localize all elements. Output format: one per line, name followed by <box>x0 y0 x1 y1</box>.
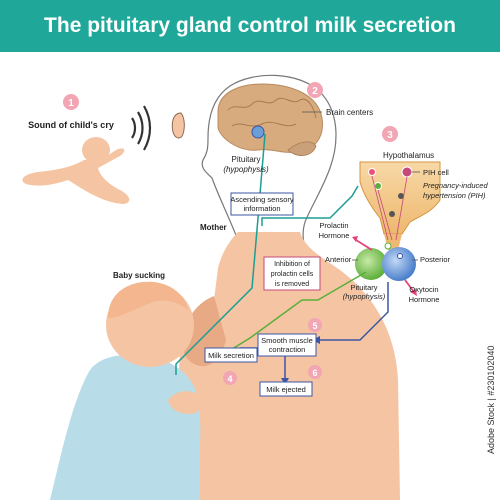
gland-node-2 <box>397 253 403 259</box>
step-2-number: 2 <box>312 86 318 97</box>
baby-head <box>82 137 110 163</box>
prolactin-arrow-head <box>352 236 358 242</box>
brain-centers-label: Brain centers <box>326 108 373 117</box>
brain-folds <box>227 97 317 127</box>
smooth-muscle-text-1: Smooth muscle <box>261 336 313 345</box>
neuron-axons <box>371 175 408 241</box>
pituitary-gland-label: Pituitary <box>350 283 377 292</box>
pih-text-1: Pregnancy-induced <box>423 181 488 190</box>
hypophysis-brain-label: (hypophysis) <box>223 165 269 174</box>
hypothalamus-region <box>359 161 441 250</box>
stock-watermark-strip: Adobe Stock | #230102040 <box>486 300 500 500</box>
neuron-cell-1 <box>368 168 376 176</box>
pih-cell-label: PIH cell <box>423 168 449 177</box>
ascending-sensory-box <box>230 192 294 216</box>
step-6-number: 6 <box>312 368 317 378</box>
hypothalamus-label: Hypothalamus <box>383 151 434 160</box>
oxytocin-label-1: Oxytocin <box>409 285 438 294</box>
neuron-cell-2 <box>374 182 382 190</box>
posterior-label: Posterior <box>420 255 451 264</box>
step-5-circle <box>308 318 322 332</box>
prolactin-label-2: Hormone <box>319 231 350 240</box>
page-title: The pituitary gland control milk secreti… <box>44 14 456 37</box>
baby-body <box>22 148 130 204</box>
hypothalamus-input-line <box>261 185 359 226</box>
mother-label: Mother <box>200 223 227 232</box>
step-6-badge: 6 <box>308 365 322 379</box>
pituitary-icon <box>251 125 265 139</box>
baby-cloth <box>50 354 201 500</box>
prolactin-label-1: Prolactin <box>319 221 348 230</box>
pih-cell-icon <box>401 166 413 178</box>
step-3-circle <box>382 126 398 142</box>
step-3-number: 3 <box>387 130 393 141</box>
title-banner: The pituitary gland control milk secreti… <box>0 0 500 52</box>
ascending-sensory-text-1: Ascending sensory <box>230 195 294 204</box>
prolactin-arrow <box>355 239 373 251</box>
step-1-circle <box>63 94 79 110</box>
step-6-circle <box>308 365 322 379</box>
ascending-sensory-text-2: information <box>243 204 280 213</box>
oxytocin-pathway-line <box>318 282 389 341</box>
milk-ejected-text: Milk ejected <box>266 385 306 394</box>
crying-baby-figure <box>22 137 130 204</box>
oxytocin-label-2: Hormone <box>409 295 440 304</box>
oxytocin-arrow-head <box>410 289 417 296</box>
inhibition-text-2: prolactin cells <box>271 271 314 278</box>
inhibition-text-3: is removed <box>275 281 309 288</box>
step-5-number: 5 <box>312 321 317 331</box>
step-3-badge: 3 <box>382 126 398 142</box>
hypophysis-gland-label: (hypophysis) <box>343 292 386 301</box>
step-5-badge: 5 <box>308 318 322 332</box>
pituitary-brain-label: Pituitary <box>232 155 261 164</box>
step-1-label: Sound of child's cry <box>28 120 114 130</box>
step-4-number: 4 <box>227 374 232 384</box>
nursing-baby-figure <box>50 281 203 500</box>
prolactin-pathway-line <box>223 271 367 355</box>
smooth-muscle-text-2: contraction <box>269 345 306 354</box>
baby-hand <box>168 391 203 414</box>
pituitary-gland <box>355 242 416 281</box>
posterior-lobe <box>382 247 416 281</box>
baby-hair <box>108 281 188 318</box>
neuron-cell-4 <box>389 211 395 217</box>
stock-watermark-text: Adobe Stock | #230102040 <box>486 345 496 455</box>
step-2-circle <box>307 82 323 98</box>
step-1-badge: 1 <box>63 94 79 110</box>
neuron-cell-3 <box>398 193 404 199</box>
inhibition-text-1: Inhibition of <box>274 261 310 268</box>
cerebellum <box>287 141 317 156</box>
mother-body <box>174 232 400 500</box>
anterior-lobe <box>355 248 387 280</box>
step-1-number: 1 <box>68 98 74 109</box>
anterior-label: Anterior <box>325 255 352 264</box>
milk-secretion-text: Milk secretion <box>208 351 254 360</box>
oxytocin-arrow <box>404 279 415 293</box>
ear-icon <box>171 112 185 139</box>
milk-ejected-box <box>259 381 313 397</box>
baby-sucking-label: Baby sucking <box>113 271 165 280</box>
step-4-badge: 4 <box>223 371 237 385</box>
lactation-diagram: 1 Sound of child's cry 2 Brain centers 3… <box>22 74 488 500</box>
pih-text-2: hypertension (PIH) <box>423 191 486 200</box>
step-2-badge: 2 <box>307 82 323 98</box>
milk-secretion-box <box>204 347 258 363</box>
inhibition-box <box>263 256 321 291</box>
smooth-muscle-box <box>257 333 317 357</box>
sound-waves-icon <box>131 105 152 151</box>
ascending-sensory-line <box>175 133 266 375</box>
gland-node-1 <box>384 242 392 250</box>
step-4-circle <box>223 371 237 385</box>
